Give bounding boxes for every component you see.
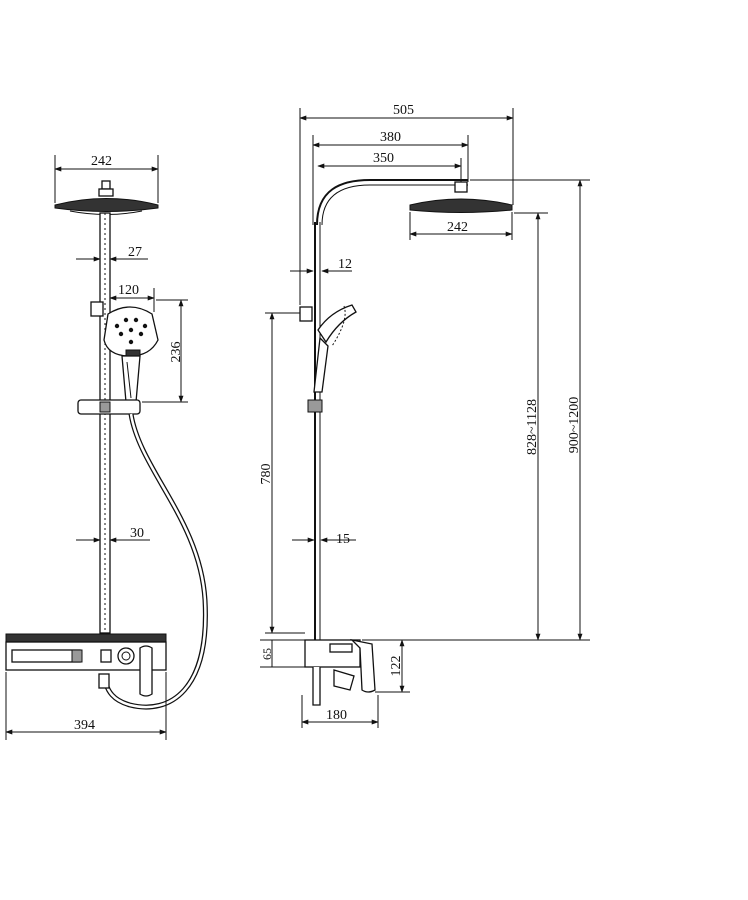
dim-label-front-handheld-height: 236 bbox=[169, 342, 184, 363]
dim-label-side-head-height-range: 828~1128 bbox=[525, 399, 540, 455]
dim-label-side-pipe-diameter: 12 bbox=[338, 257, 352, 272]
dim-label-side-total-height-range: 900~1200 bbox=[567, 397, 582, 454]
dim-label-side-arm-reach: 380 bbox=[380, 130, 401, 145]
front-view: 242 27 120 236 30 394 bbox=[5, 154, 208, 740]
side-mixer-valve bbox=[304, 638, 376, 706]
dim-front-handheld-height: 236 bbox=[142, 299, 188, 403]
side-shower-arm bbox=[316, 179, 468, 226]
dim-label-side-arm-length: 350 bbox=[373, 151, 394, 166]
dim-front-panel-width: 394 bbox=[5, 672, 167, 740]
dim-side-adjustable-height: 780 bbox=[259, 312, 305, 634]
dim-label-front-pipe-offset: 27 bbox=[128, 245, 142, 260]
dim-side-valve-depth: 180 bbox=[301, 695, 379, 728]
dim-label-side-panel-height: 65 bbox=[260, 648, 274, 660]
dim-label-side-showerhead-width: 242 bbox=[447, 220, 468, 235]
front-slide-bar bbox=[99, 212, 111, 634]
dim-label-side-valve-height: 122 bbox=[389, 656, 404, 677]
dim-side-bar-diameter: 15 bbox=[292, 532, 356, 547]
dim-front-bar-diameter: 30 bbox=[76, 526, 150, 543]
side-view: 505 380 350 242 12 780 bbox=[259, 103, 590, 728]
dim-side-arm-reach: 380 bbox=[312, 130, 469, 225]
dim-side-head-height-range: 828~1128 bbox=[362, 212, 548, 641]
dim-label-front-showerhead: 242 bbox=[91, 154, 112, 169]
dim-front-showerhead-width: 242 bbox=[54, 154, 159, 203]
dim-side-showerhead-width: 242 bbox=[409, 212, 513, 240]
dim-label-front-handheld-width: 120 bbox=[118, 283, 139, 298]
front-rain-showerhead bbox=[54, 180, 159, 215]
dim-label-side-valve-depth: 180 bbox=[326, 708, 347, 723]
side-rain-showerhead bbox=[409, 181, 513, 213]
side-handheld-shower bbox=[299, 304, 357, 413]
dim-side-total-reach: 505 bbox=[299, 103, 514, 305]
dim-side-arm-length: 350 bbox=[317, 151, 462, 182]
dim-side-total-height-range: 900~1200 bbox=[470, 179, 590, 641]
dim-front-handheld-width: 120 bbox=[109, 283, 155, 312]
dim-label-side-bar-diameter: 15 bbox=[336, 532, 350, 547]
dim-label-side-total-reach: 505 bbox=[393, 103, 414, 118]
dim-front-pipe-offset: 27 bbox=[76, 245, 148, 262]
front-handheld-shower bbox=[90, 301, 159, 403]
front-holder-bracket bbox=[77, 399, 141, 415]
dim-side-panel-height: 65 bbox=[260, 639, 305, 668]
dim-label-side-adjustable-height: 780 bbox=[259, 464, 274, 485]
dim-side-pipe-diameter: 12 bbox=[290, 257, 352, 274]
front-control-panel bbox=[5, 633, 167, 697]
dim-label-front-panel-width: 394 bbox=[74, 718, 95, 733]
dim-label-front-bar-diameter: 30 bbox=[130, 526, 144, 541]
side-slide-bar bbox=[314, 222, 321, 640]
